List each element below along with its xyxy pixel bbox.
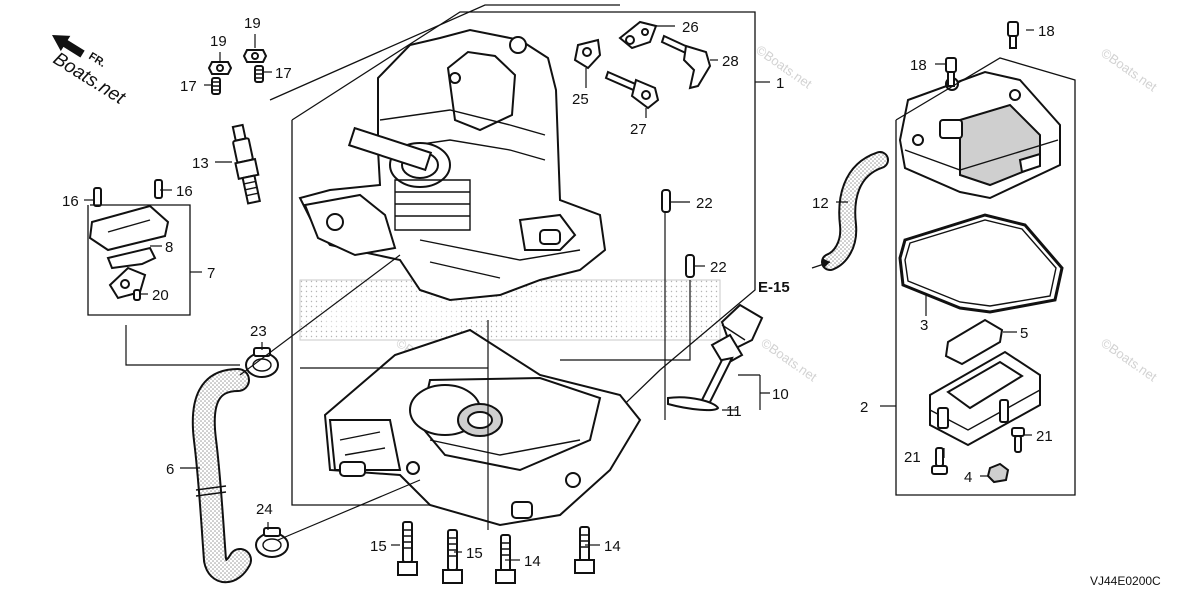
assembly-frame-main: [291, 11, 756, 506]
callout-27: 27: [630, 121, 647, 138]
callout-20: 20: [152, 287, 169, 304]
grommet-4: [986, 462, 1010, 484]
valve-cover-gasket: [898, 213, 1064, 314]
callout-12: 12: [812, 195, 829, 212]
diagram-code: VJ44E0200C: [1090, 574, 1161, 588]
callout-21b: 21: [1036, 428, 1053, 445]
watermark: ©Boats.net: [1098, 45, 1160, 95]
watermark: ©Boats.net: [1098, 335, 1160, 385]
rocker-arm-26: [618, 20, 658, 50]
callout-6: 6: [166, 461, 174, 478]
callout-16b: 16: [176, 183, 193, 200]
callout-7: 7: [207, 265, 215, 282]
cover-bolt-18b: [1007, 21, 1019, 49]
callout-15a: 15: [370, 538, 387, 555]
cover-bolt-18a: [945, 57, 957, 87]
callout-10: 10: [772, 386, 789, 403]
callout-13: 13: [192, 155, 209, 172]
breather-housing: [929, 350, 1041, 447]
valve-cover-gasket-inner: [904, 219, 1057, 307]
callout-8: 8: [165, 239, 173, 256]
callout-18b: 18: [910, 57, 927, 74]
callout-28: 28: [722, 53, 739, 70]
callout-5: 5: [1020, 325, 1028, 342]
dipstick-seal: [667, 396, 720, 412]
screw-21b: [1011, 427, 1025, 453]
stud-bolt-right: [242, 49, 268, 83]
callout-1: 1: [776, 75, 784, 92]
callout-17b: 17: [275, 65, 292, 82]
crankcase-lower: [323, 328, 642, 527]
callout-3: 3: [920, 317, 928, 334]
cylinder-block: [298, 28, 607, 302]
dowel-pin-upper: [661, 189, 671, 213]
callouts: 1 2 3 4 5 6 7 8 10 11 12 13 14 14 15 15 …: [62, 15, 1055, 570]
screw-21a: [931, 447, 948, 475]
cover-group-frame: [895, 57, 1076, 496]
callout-23: 23: [250, 323, 267, 340]
callout-25: 25: [572, 91, 589, 108]
callout-22a: 22: [696, 195, 713, 212]
stud-bolt-left: [207, 61, 233, 95]
flange-bolt-14b: [574, 526, 595, 574]
callout-22b: 22: [710, 259, 727, 276]
callout-2: 2: [860, 399, 868, 416]
cover-plate-frame: [87, 204, 191, 316]
flange-bolt-14a: [495, 534, 516, 584]
callout-18a: 18: [1038, 23, 1055, 40]
leader-lines: [84, 25, 1034, 561]
callout-16a: 16: [62, 193, 79, 210]
rocker-shaft-27: [604, 70, 660, 110]
callout-15b: 15: [466, 545, 483, 562]
rocker-arm-28: [660, 34, 712, 90]
reference-label: E-15: [758, 279, 790, 296]
hose-clamp-upper: [245, 347, 279, 378]
dowel-pin-lower: [685, 254, 695, 278]
callout-14a: 14: [604, 538, 621, 555]
callout-11: 11: [726, 403, 742, 420]
assembly-frame-inner: [269, 4, 620, 101]
watermark: ©Boats.net: [758, 335, 820, 385]
direction-arrow-icon: [52, 35, 85, 58]
spark-plug: [231, 123, 262, 205]
hose-clamp-lower: [255, 527, 289, 558]
callout-21a: 21: [904, 449, 921, 466]
rocker-arm-25: [573, 38, 602, 70]
reference-arrow-icon: [811, 258, 831, 269]
callout-24: 24: [256, 501, 273, 518]
breather-element: [944, 318, 1004, 366]
callout-19b: 19: [244, 15, 261, 32]
flange-bolt-15b: [442, 529, 463, 584]
flange-bolt-15a: [397, 521, 418, 576]
cover-plate-assembly: [88, 179, 170, 301]
valve-cover: [898, 70, 1061, 200]
callout-19a: 19: [210, 33, 227, 50]
callout-17a: 17: [180, 78, 197, 95]
oil-dipstick: [696, 303, 764, 412]
breather-hose: [191, 368, 252, 584]
callout-4: 4: [964, 469, 972, 486]
callout-26: 26: [682, 19, 699, 36]
brand-logo: FR. Boats.net: [49, 35, 129, 109]
breather-tube: [821, 151, 889, 271]
callout-14b: 14: [524, 553, 541, 570]
